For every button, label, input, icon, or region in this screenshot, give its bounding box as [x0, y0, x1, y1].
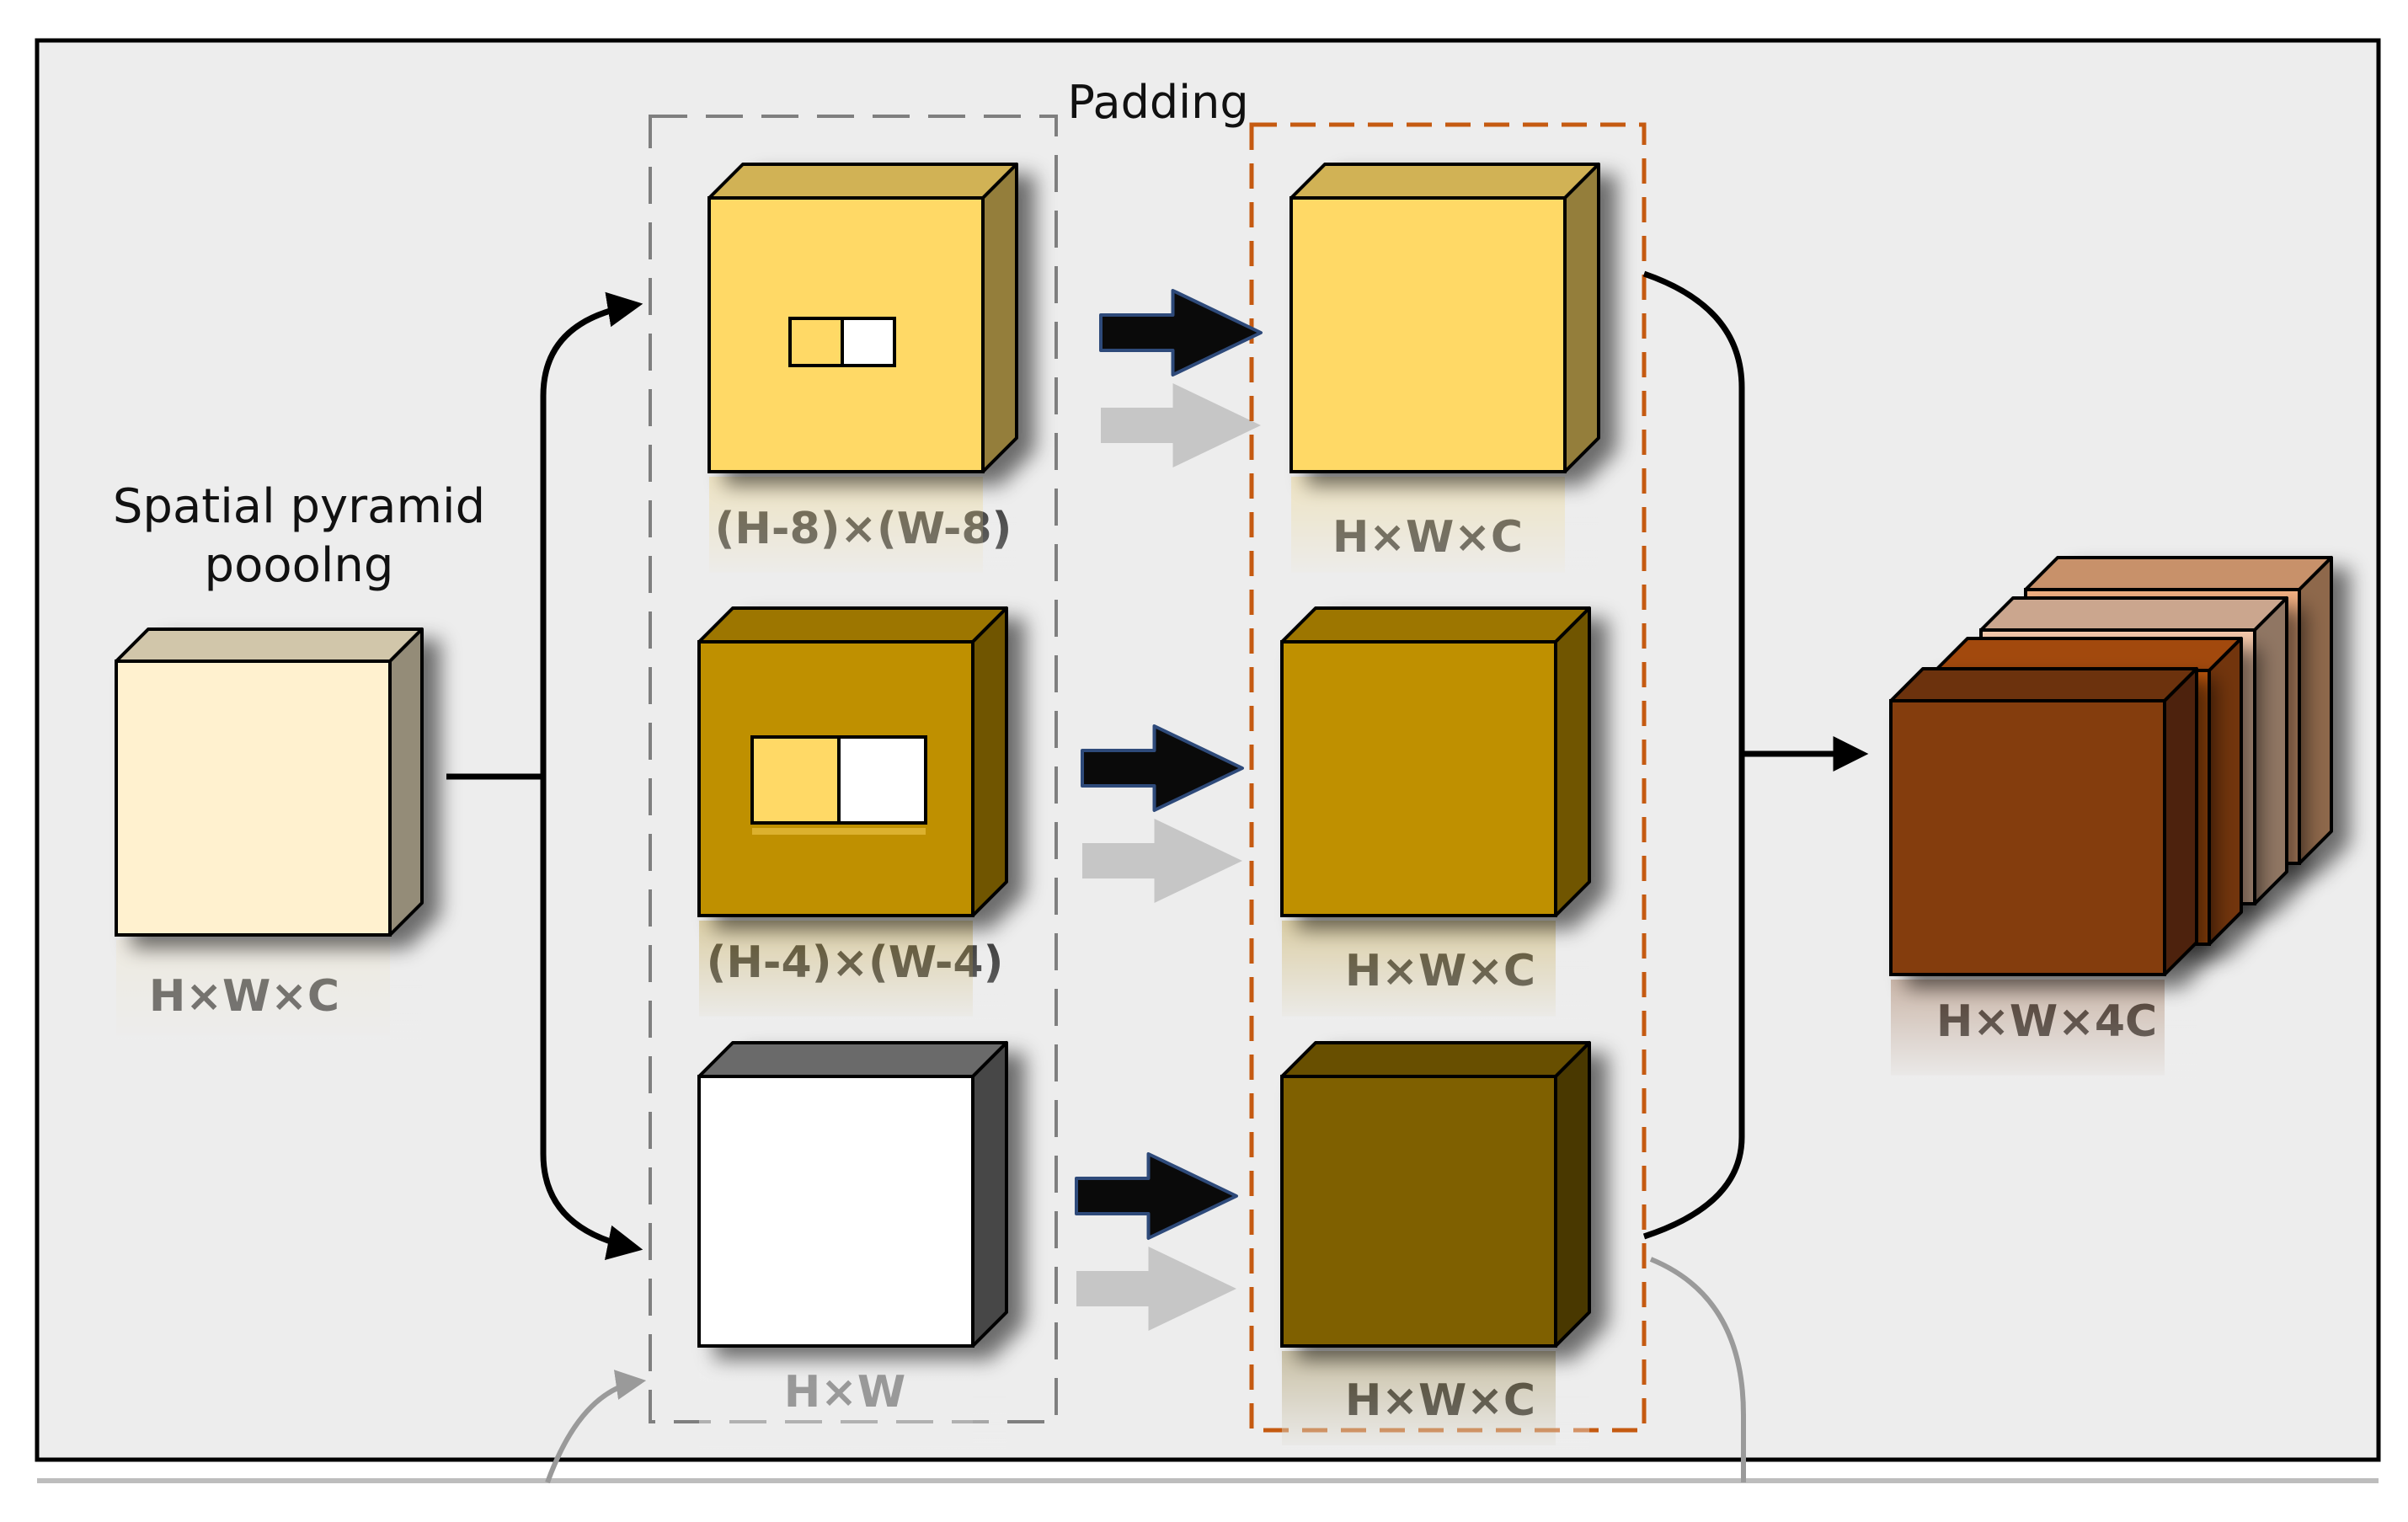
arrow-reflection [545, 1370, 647, 1484]
merge-connector [1642, 270, 1869, 1240]
output-block-cube-4 [1889, 667, 2198, 1084]
title-label-line1: Spatial pyramid [113, 479, 485, 534]
kernel-window-large [750, 735, 927, 835]
padding-arrow-3 [1075, 1152, 1238, 1331]
kernel-window-small [788, 317, 896, 377]
padding-arrow-2 [1081, 724, 1244, 903]
right-block-cube-1 [1289, 163, 1600, 581]
curve-reflection [1649, 1257, 1746, 1482]
shapes-layer [115, 163, 2333, 1454]
padding-group-box [1249, 122, 1647, 1433]
padding-label: Padding [1067, 76, 1248, 129]
right-block-cube-2 [1280, 606, 1591, 1025]
left-block-cube-3 [697, 1041, 1008, 1454]
input-block-cube [115, 627, 424, 1044]
right-block-cube-3 [1280, 1041, 1591, 1454]
padding-arrow-1 [1099, 289, 1263, 467]
title-label-line2: pooolng [205, 538, 394, 593]
split-connector [446, 291, 643, 1260]
